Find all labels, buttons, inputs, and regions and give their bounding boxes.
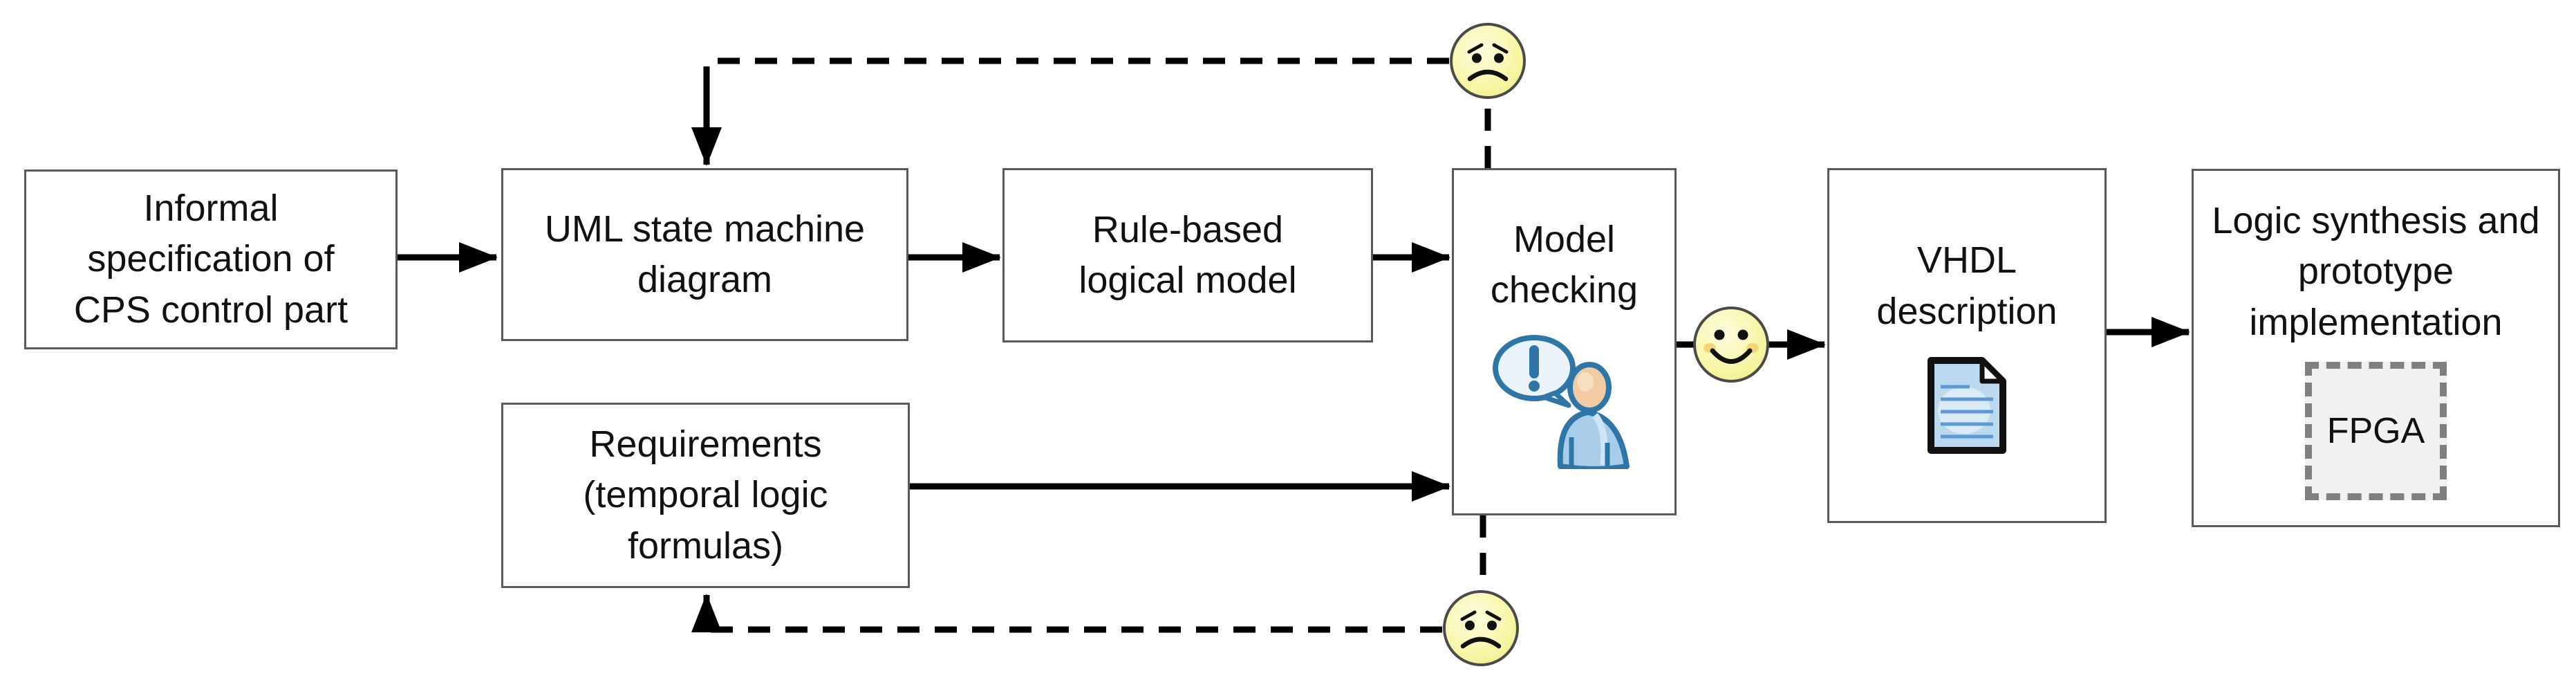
node-logic-synthesis: Logic synthesis and prototype implementa… [2192, 169, 2560, 527]
node-label: Requirements (temporal logic formulas) [583, 423, 828, 567]
node-requirements: Requirements (temporal logic formulas) [501, 403, 910, 588]
node-label: Logic synthesis and prototype implementa… [2212, 199, 2540, 343]
node-label: Model checking [1490, 218, 1639, 311]
node-label: VHDL description [1876, 239, 2057, 332]
node-label: UML state machine diagram [544, 208, 866, 300]
node-informal-specification: Informal specification of CPS control pa… [24, 170, 398, 349]
node-vhdl-description: VHDL description [1827, 168, 2107, 523]
fpga-box: FPGA [2305, 362, 2447, 501]
node-label: Rule-based logical model [1079, 208, 1297, 301]
dashed-feedback-lines [708, 57, 1491, 633]
node-uml-state-machine: UML state machine diagram [501, 168, 908, 341]
person-speech-bubble-exclamation-icon [1492, 335, 1630, 470]
node-label: Informal specification of CPS control pa… [73, 187, 348, 331]
node-model-checking: Model checking [1452, 168, 1677, 515]
node-rule-based-model: Rule-based logical model [1002, 168, 1373, 342]
sad-face-top-icon [1450, 23, 1526, 99]
document-icon [1928, 356, 2006, 454]
happy-face-icon [1693, 306, 1769, 383]
fpga-label: FPGA [2326, 410, 2425, 451]
sad-face-bottom-icon [1443, 590, 1519, 666]
